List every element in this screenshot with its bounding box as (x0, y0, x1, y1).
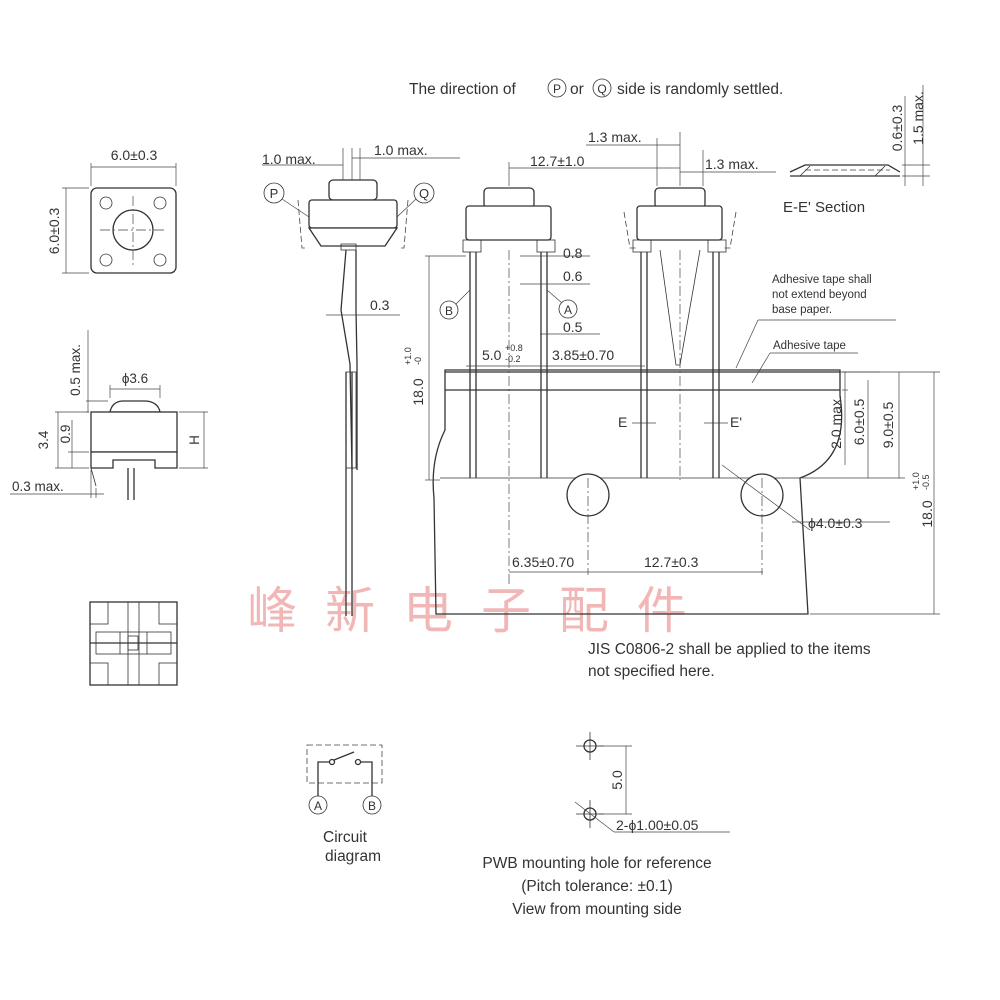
pwb-caption-1: PWB mounting hole for reference (482, 855, 711, 872)
tape-total: 18.0 (919, 500, 935, 527)
pwb-pitch: 5.0 (609, 770, 625, 790)
side-lead-gap: 0.3 max. (12, 479, 64, 494)
svg-text:side is randomly settled.: side is randomly settled. (617, 81, 783, 98)
section-title: E-E' Section (783, 199, 865, 216)
circuit-marker-a: A (314, 799, 322, 813)
side-base-h: 0.9 (58, 425, 73, 444)
pwb-caption-3: View from mounting side (512, 901, 681, 918)
taped-switch-right (623, 187, 737, 480)
svg-text:or: or (570, 81, 584, 98)
side-body-h: 3.4 (36, 430, 51, 449)
jis-note-2: not specified here. (588, 663, 715, 680)
front-height-left: 18.0 (410, 378, 426, 405)
section-e-prime: E' (730, 414, 742, 430)
side-protrusion: 0.5 max. (68, 344, 83, 396)
marker-b: B (445, 304, 453, 318)
circuit-diagram: A B Circuit diagram (306, 744, 383, 865)
front-lead-span-tol-dn: -0.2 (505, 354, 521, 364)
marker-a: A (564, 303, 572, 317)
tape-base (432, 369, 843, 615)
tape-d1: 2.0 max. (828, 395, 844, 449)
tape-d3: 9.0±0.5 (880, 401, 896, 448)
taped-switch-left (462, 187, 556, 585)
tape-total-tol-dn: -0.5 (921, 474, 931, 490)
direction-note: The direction of P or Q side is randomly… (409, 78, 783, 98)
front-lead-w2: 0.6 (563, 268, 583, 284)
front-lead-span: 5.0 (482, 347, 502, 363)
front-lead-span-tol-up: +0.8 (505, 343, 523, 353)
ee-section: 0.6±0.3 1.5 max. E-E' Section (783, 85, 930, 216)
taping-right-max: 1.0 max. (374, 142, 428, 158)
marker-q: Q (419, 186, 429, 201)
marker-p: P (270, 186, 279, 201)
adhesive-note-2: not extend beyond (772, 289, 867, 301)
adhesive-note-3: base paper. (772, 304, 832, 316)
side-view: ϕ3.6 0.5 max. 3.4 0.9 H 0.3 max. (10, 330, 208, 500)
adhesive-note-1: Adhesive tape shall (772, 274, 872, 286)
taping-lead-dim: 0.3 (370, 297, 390, 313)
section-t2: 1.5 max. (910, 91, 926, 145)
front-height-left-tol-dn: -0 (413, 357, 423, 365)
tape-hole-pitch: 12.7±0.3 (644, 554, 699, 570)
front-dimensions: 1.3 max. 12.7±1.0 1.3 max. 0.8 0.6 0.5 A… (403, 129, 890, 573)
front-lead-w1: 0.8 (563, 245, 583, 261)
circuit-caption-1: Circuit (323, 829, 368, 846)
circuit-marker-b: B (368, 799, 376, 813)
adhesive-label: Adhesive tape (773, 340, 846, 352)
circuit-caption-2: diagram (325, 848, 381, 865)
front-right-max: 1.3 max. (705, 156, 759, 172)
taping-left-max: 1.0 max. (262, 151, 316, 167)
watermark-text: 峰 新 电 子 配 件 (247, 582, 692, 640)
svg-text:The direction of: The direction of (409, 81, 517, 98)
pwb-holes-dim: 2-ϕ1.00±0.05 (616, 817, 699, 833)
jis-note-1: JIS C0806-2 shall be applied to the item… (588, 641, 871, 658)
tape-d2: 6.0±0.5 (851, 398, 867, 445)
front-top-max: 1.3 max. (588, 129, 642, 145)
top-view: 6.0±0.3 6.0±0.3 (46, 147, 177, 274)
tape-annotations: Adhesive tape shall not extend beyond ba… (618, 274, 940, 615)
section-t1: 0.6±0.3 (889, 104, 905, 151)
marker-q-inline: Q (597, 82, 606, 96)
section-e: E (618, 414, 627, 430)
pwb-holes: 5.0 2-ϕ1.00±0.05 PWB mounting hole for r… (482, 732, 730, 918)
bottom-view (89, 601, 178, 686)
front-lead-w3: 0.5 (563, 319, 583, 335)
tape-hole-dia: ϕ4.0±0.3 (808, 515, 863, 531)
tape-hole-offset: 6.35±0.70 (512, 554, 574, 570)
front-height-left-tol-up: +1.0 (403, 347, 413, 365)
side-h-label: H (187, 435, 202, 445)
top-width-dim: 6.0±0.3 (111, 147, 158, 163)
front-pitch: 12.7±1.0 (530, 153, 585, 169)
pwb-caption-2: (Pitch tolerance: ±0.1) (521, 878, 673, 895)
taping-side-view: P Q 1.0 max. 1.0 max. 0.3 (262, 142, 460, 616)
tape-total-tol-up: +1.0 (911, 472, 921, 490)
side-cap-dia: ϕ3.6 (122, 371, 148, 386)
top-height-dim: 6.0±0.3 (46, 207, 62, 254)
marker-p-inline: P (553, 82, 561, 96)
front-offset: 3.85±0.70 (552, 347, 614, 363)
